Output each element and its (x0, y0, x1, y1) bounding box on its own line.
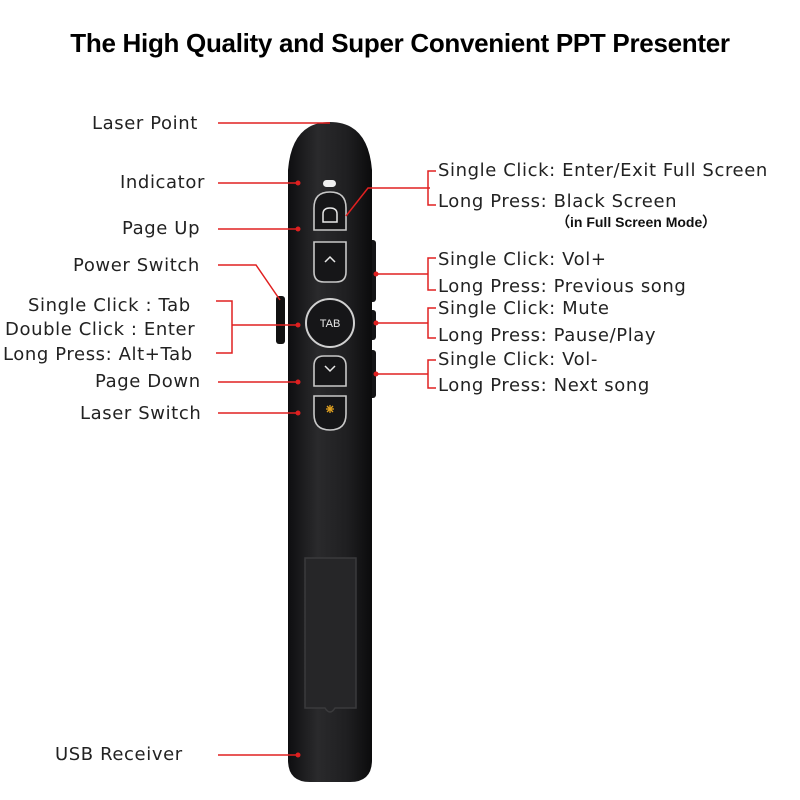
label-long-press-alt-tab: Long Press: Alt+Tab (3, 344, 193, 365)
right-leader-dots (373, 271, 379, 377)
right-leader-lines (345, 170, 436, 389)
chevron-down-icon (324, 365, 336, 373)
label-single-click-tab: Single Click : Tab (28, 295, 191, 316)
label-mute-long: Long Press: Pause/Play (438, 325, 657, 346)
label-laser-point: Laser Point (92, 113, 198, 134)
label-power-switch: Power Switch (73, 255, 200, 276)
laser-button (313, 395, 347, 431)
left-leader-dots (295, 180, 301, 758)
label-fullscreen-long: Long Press: Black Screen (438, 191, 678, 212)
power-switch (276, 296, 285, 344)
label-page-down: Page Down (95, 371, 201, 392)
page-up-button (313, 241, 347, 283)
label-volup-click: Single Click: Vol+ (438, 249, 607, 270)
left-leader-lines (216, 122, 330, 756)
label-double-click-enter: Double Click : Enter (5, 319, 196, 340)
label-fullscreen-note: （in Full Screen Mode） (556, 214, 717, 230)
laser-icon (326, 405, 334, 413)
fullscreen-button (313, 191, 347, 231)
label-volup-long: Long Press: Previous song (438, 276, 687, 297)
label-mute-click: Single Click: Mute (438, 298, 610, 319)
label-page-up: Page Up (122, 218, 201, 239)
indicator-light (323, 180, 336, 187)
tab-button: TAB (305, 298, 355, 348)
label-voldown-long: Long Press: Next song (438, 375, 650, 396)
label-indicator: Indicator (120, 172, 205, 193)
label-usb-receiver: USB Receiver (55, 744, 183, 765)
usb-receiver (304, 557, 357, 713)
label-fullscreen-click: Single Click: Enter/Exit Full Screen (438, 160, 768, 181)
page-down-button (313, 355, 347, 387)
label-laser-switch: Laser Switch (80, 403, 202, 424)
tab-button-text: TAB (320, 318, 341, 330)
label-voldown-click: Single Click: Vol- (438, 349, 598, 370)
chevron-up-icon (324, 255, 336, 263)
page-title: The High Quality and Super Convenient PP… (70, 28, 730, 58)
